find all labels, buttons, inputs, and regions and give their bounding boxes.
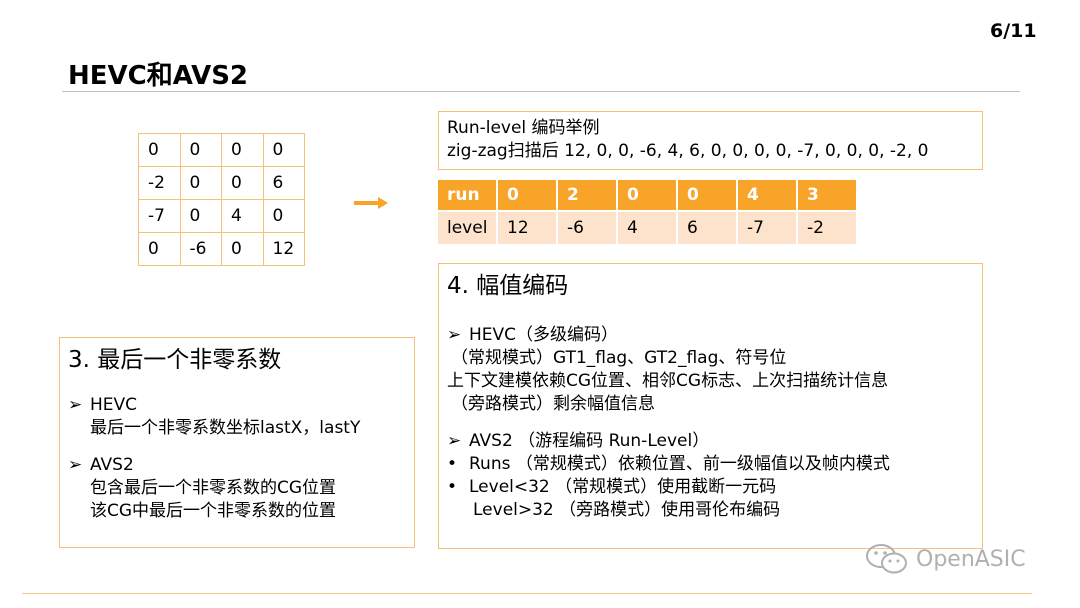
matrix-row: -2 0 0 6 (138, 166, 305, 200)
section3-hevc-label: HEVC (90, 395, 138, 415)
run-cell: 2 (558, 180, 618, 212)
section4-avs2-item: ➢ AVS2 （游程编码 Run-Level） (447, 430, 974, 453)
section4-hevc-line2: 上下文建模依赖CG位置、相邻CG标志、上次扫描统计信息 (447, 371, 889, 391)
matrix-cell: 0 (221, 166, 264, 200)
right-arrow-icon (354, 197, 388, 209)
matrix-cell: 0 (262, 133, 305, 167)
section3-hevc-text: 最后一个非零系数坐标lastX，lastY (90, 418, 361, 438)
dot-bullet-icon: • (447, 477, 458, 497)
section3-avs2-text1: 包含最后一个非零系数的CG位置 (90, 478, 337, 498)
matrix-cell: 0 (262, 199, 305, 233)
run-cell: 3 (798, 180, 858, 212)
matrix-cell: 0 (221, 133, 264, 167)
matrix-cell: 0 (221, 232, 264, 266)
run-header-cell: run (438, 180, 498, 212)
level-cell: 12 (498, 212, 558, 244)
section3-avs2-item: ➢ AVS2 (68, 454, 406, 477)
bottom-divider (22, 593, 1032, 594)
arrow-bullet-icon: ➢ (447, 431, 462, 451)
matrix-cell: 6 (262, 166, 305, 200)
arrow-bullet-icon: ➢ (447, 325, 462, 345)
level-cell: 4 (618, 212, 678, 244)
level-row: level 12 -6 4 6 -7 -2 (438, 212, 858, 244)
section4-heading: 4. 幅值编码 (447, 273, 569, 299)
matrix-row: 0 -6 0 12 (138, 232, 305, 266)
section3-avs2-text2: 该CG中最后一个非零系数的位置 (90, 501, 337, 521)
wechat-icon (866, 544, 907, 574)
run-level-example-box: Run-level 编码举例 zig-zag扫描后 12, 0, 0, -6, … (438, 111, 983, 170)
watermark-text: OpenASIC (916, 546, 1026, 572)
watermark: OpenASIC (864, 542, 1026, 576)
section4-avs2-runs: Runs （常规模式）依赖位置、前一级幅值以及帧内模式 (469, 454, 890, 474)
matrix-cell: 0 (179, 199, 222, 233)
level-cell: 6 (678, 212, 738, 244)
run-level-example-title: Run-level 编码举例 (447, 118, 600, 138)
matrix-cell: -2 (138, 166, 181, 200)
matrix-cell: -7 (138, 199, 181, 233)
matrix-cell: 4 (221, 199, 264, 233)
section3-hevc-item: ➢ HEVC (68, 394, 406, 417)
level-cell: -2 (798, 212, 858, 244)
section4-avs2-level1-item: • Level<32 （常规模式）使用截断一元码 (447, 476, 974, 499)
run-cell: 0 (498, 180, 558, 212)
section3-heading: 3. 最后一个非零系数 (68, 347, 282, 373)
dot-bullet-icon: • (447, 454, 458, 474)
matrix-cell: 12 (262, 232, 305, 266)
section3-avs2-label: AVS2 (90, 455, 134, 475)
section4-avs2-level2: Level>32 （旁路模式）使用哥伦布编码 (473, 500, 781, 520)
arrow-bullet-icon: ➢ (68, 455, 83, 475)
slide-title: HEVC和AVS2 (68, 61, 249, 91)
matrix-cell: 0 (179, 166, 222, 200)
level-cell: -7 (738, 212, 798, 244)
last-nonzero-coefficient-box: 3. 最后一个非零系数 ➢HEVC 最后一个非零系数坐标lastX，lastY … (59, 337, 415, 548)
run-cell: 4 (738, 180, 798, 212)
run-level-table: run 0 2 0 0 4 3 level 12 -6 4 6 -7 -2 (438, 180, 858, 244)
matrix-cell: 0 (138, 232, 181, 266)
section4-hevc-label: HEVC（多级编码） (469, 325, 619, 345)
run-cell: 0 (678, 180, 738, 212)
section4-hevc-item: ➢ HEVC（多级编码） (447, 324, 974, 347)
zigzag-sequence: zig-zag扫描后 12, 0, 0, -6, 4, 6, 0, 0, 0, … (447, 141, 929, 161)
matrix-cell: 0 (138, 133, 181, 167)
level-cell: -6 (558, 212, 618, 244)
section4-hevc-line1: （常规模式）GT1_flag、GT2_flag、符号位 (451, 348, 787, 368)
section4-avs2-level1: Level<32 （常规模式）使用截断一元码 (469, 477, 777, 497)
section4-avs2-runs-item: • Runs （常规模式）依赖位置、前一级幅值以及帧内模式 (447, 453, 974, 476)
matrix-cell: -6 (179, 232, 222, 266)
amplitude-coding-box: 4. 幅值编码 ➢ HEVC（多级编码） （常规模式）GT1_flag、GT2_f… (438, 263, 983, 549)
coefficient-matrix: 0 0 0 0 -2 0 0 6 -7 0 4 0 0 -6 0 12 (138, 133, 305, 266)
matrix-row: -7 0 4 0 (138, 199, 305, 233)
section4-avs2-label: AVS2 （游程编码 Run-Level） (469, 431, 710, 451)
level-header-cell: level (438, 212, 498, 244)
arrow-bullet-icon: ➢ (68, 395, 83, 415)
title-divider (62, 91, 1020, 92)
run-cell: 0 (618, 180, 678, 212)
page-number: 6/11 (990, 20, 1037, 42)
run-row: run 0 2 0 0 4 3 (438, 180, 858, 212)
section4-hevc-line3: （旁路模式）剩余幅值信息 (451, 394, 655, 414)
matrix-row: 0 0 0 0 (138, 133, 305, 167)
matrix-cell: 0 (179, 133, 222, 167)
